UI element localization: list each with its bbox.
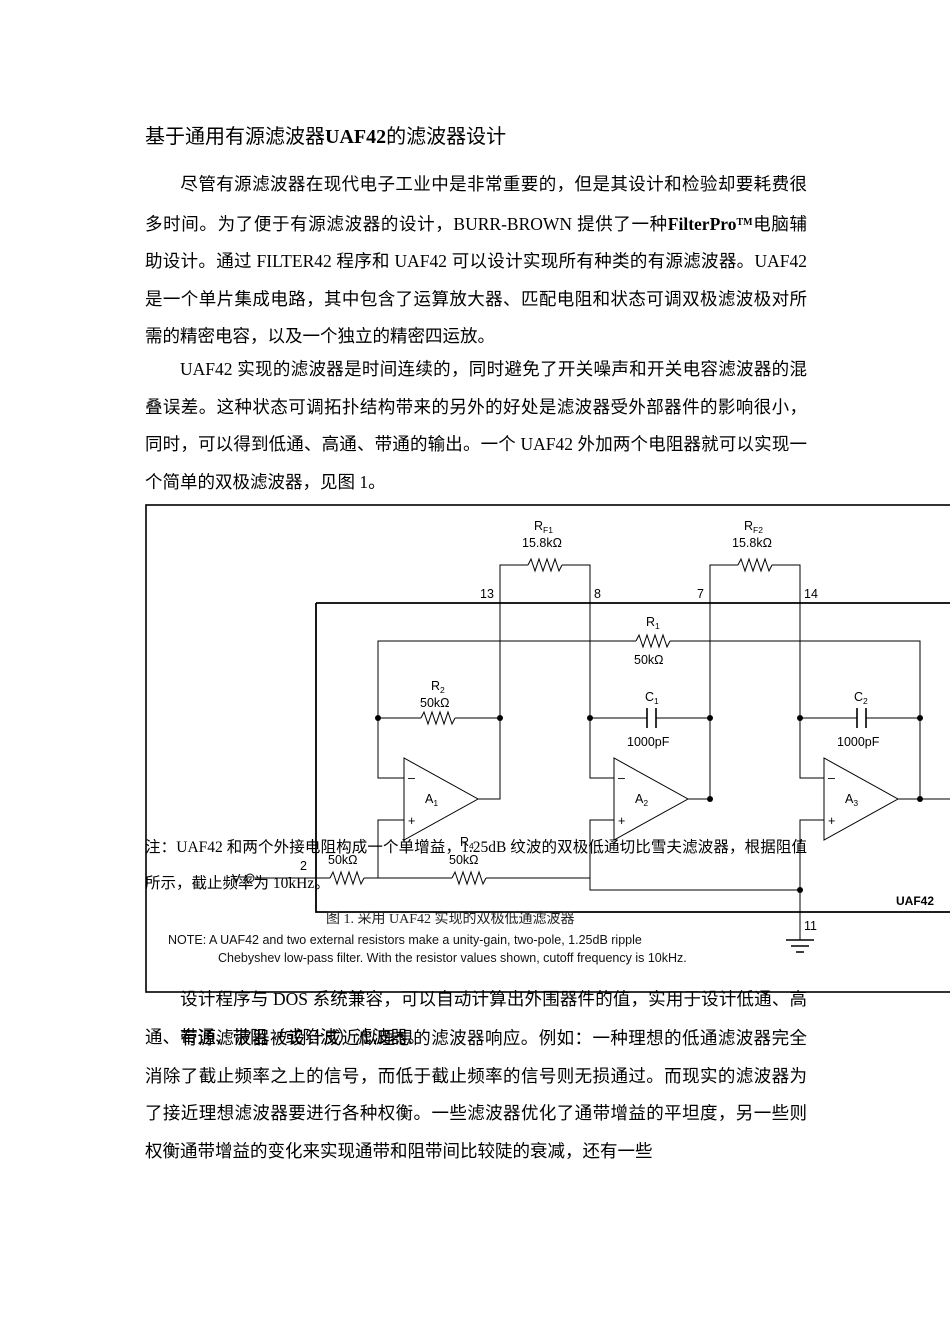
a2-minus-wire: [589, 718, 614, 779]
pin11-label: 11: [804, 919, 817, 933]
r4-resistor: [451, 870, 487, 886]
a2-output-wire: [688, 718, 711, 800]
vin-label: V: [232, 872, 241, 886]
junction-dots: [375, 715, 923, 893]
paragraph-3-text: 设计程序与 DOS 系统兼容，可以自动计算出外围器件的值，实用于设计低通、高通、…: [145, 989, 807, 1047]
a3-minus-wire: [799, 718, 824, 779]
rf2-value: 15.8kΩ: [732, 536, 772, 550]
a1-output-wire: [478, 718, 501, 800]
opamp-a2: [613, 757, 690, 841]
pin7-label: 7: [697, 587, 704, 601]
filterpro-name: FilterPro: [667, 213, 737, 234]
a2-minus: –: [618, 771, 625, 785]
r4-value: 50kΩ: [449, 853, 479, 867]
figure-caption: 图 1. 采用 UAF42 实现的双极低通滤波器: [326, 912, 575, 927]
article-title: 基于通用有源滤波器UAF42的滤波器设计: [145, 124, 506, 150]
paragraph-4: 有源滤波器被设计成近似理想的滤波器响应。例如：一种理想的低通滤波器完全消除了截止…: [145, 1020, 807, 1170]
a1-plus: +: [408, 814, 415, 828]
r3-value: 50kΩ: [328, 853, 358, 867]
a3-plus-ground-wire: [799, 819, 824, 940]
r2-label: R2: [431, 679, 445, 695]
figure-note-en-line1: NOTE: A UAF42 and two external resistors…: [168, 933, 642, 947]
rf2-resistor: [737, 557, 773, 573]
paragraph-2: UAF42 实现的滤波器是时间连续的，同时避免了开关噪声和开关电容滤波器的混叠误…: [145, 351, 807, 501]
r4-label: R4: [460, 835, 474, 851]
paragraph-3: 设计程序与 DOS 系统兼容，可以自动计算出外围器件的值，实用于设计低通、高通、…: [145, 981, 807, 1056]
title-suffix: 的滤波器设计: [386, 126, 507, 148]
opamp-a1: [403, 757, 480, 841]
a2-label: A2: [635, 792, 648, 808]
title-prefix: 基于通用有源滤波器: [145, 126, 325, 148]
a1-minus: –: [408, 771, 415, 785]
a1-minus-wire: [377, 718, 404, 779]
paragraph-2-text: UAF42 实现的滤波器是时间连续的，同时避免了开关噪声和开关电容滤波器的混叠误…: [145, 359, 807, 492]
pin8-label: 8: [594, 587, 601, 601]
r1-wire: [377, 640, 921, 718]
c2-value: 1000pF: [837, 735, 880, 749]
figure-note-en-line2: Chebyshev low-pass filter. With the resi…: [218, 950, 687, 965]
a3-plus: +: [828, 814, 835, 828]
r3-resistor: [329, 870, 365, 886]
pin13-label: 13: [480, 587, 494, 601]
paragraph-1-b: 电脑辅助设计。通过 FILTER42 程序和 UAF42 可以设计实现所有种类的…: [145, 213, 808, 347]
r1-resistor: [635, 633, 671, 649]
paragraph-4-text: 有源滤波器被设计成近似理想的滤波器响应。例如：一种理想的低通滤波器完全消除了截止…: [145, 1028, 807, 1161]
rf1-label: RF1: [534, 519, 553, 535]
a1-plus-wire: [377, 819, 590, 879]
opamp-a3: [823, 757, 900, 841]
rf1-resistor: [527, 557, 563, 573]
title-bold: UAF42: [325, 126, 387, 148]
figure-frame: [145, 504, 950, 993]
a2-plus: +: [618, 814, 625, 828]
r1-value: 50kΩ: [634, 653, 664, 667]
a2-plus-wire: [589, 819, 800, 891]
a1-label: A1: [425, 792, 438, 808]
rf1-wire: [499, 564, 591, 603]
paragraph-1: 尽管有源滤波器在现代电子工业中是非常重要的，但是其设计和检验却要耗费很多时间。为…: [145, 166, 807, 356]
figure-note-cn: 注：UAF42 和两个外接电阻构成一个单增益，1.25dB 纹波的双极低通切比雪…: [145, 839, 807, 892]
trademark: TM: [736, 216, 753, 228]
c2-label: C2: [854, 690, 868, 706]
chip-boundary: [315, 602, 950, 913]
rf2-label: RF2: [744, 519, 763, 535]
figure-note-en: NOTE: A UAF42 and two external resistors…: [168, 932, 687, 967]
rf2-wire: [709, 564, 801, 603]
vin-terminal: [245, 873, 255, 883]
pin14-label: 14: [804, 587, 818, 601]
c1-label: C1: [645, 690, 659, 706]
r2-resistor: [420, 710, 456, 726]
c1-capacitor: [646, 708, 657, 728]
chip-name: UAF42: [896, 894, 934, 908]
c1-value: 1000pF: [627, 735, 670, 749]
c2-capacitor: [856, 708, 867, 728]
a3-output-wire: [898, 718, 950, 800]
r1-label: R1: [646, 615, 660, 631]
rf1-value: 15.8kΩ: [522, 536, 562, 550]
r2-value: 50kΩ: [420, 696, 450, 710]
a3-label: A3: [845, 792, 858, 808]
a3-minus: –: [828, 771, 835, 785]
paragraph-1-a: 尽管有源滤波器在现代电子工业中是非常重要的，但是其设计和检验却要耗费很多时间。为…: [145, 174, 807, 234]
ground-symbol: [786, 939, 814, 953]
pin2-label: 2: [300, 859, 307, 873]
